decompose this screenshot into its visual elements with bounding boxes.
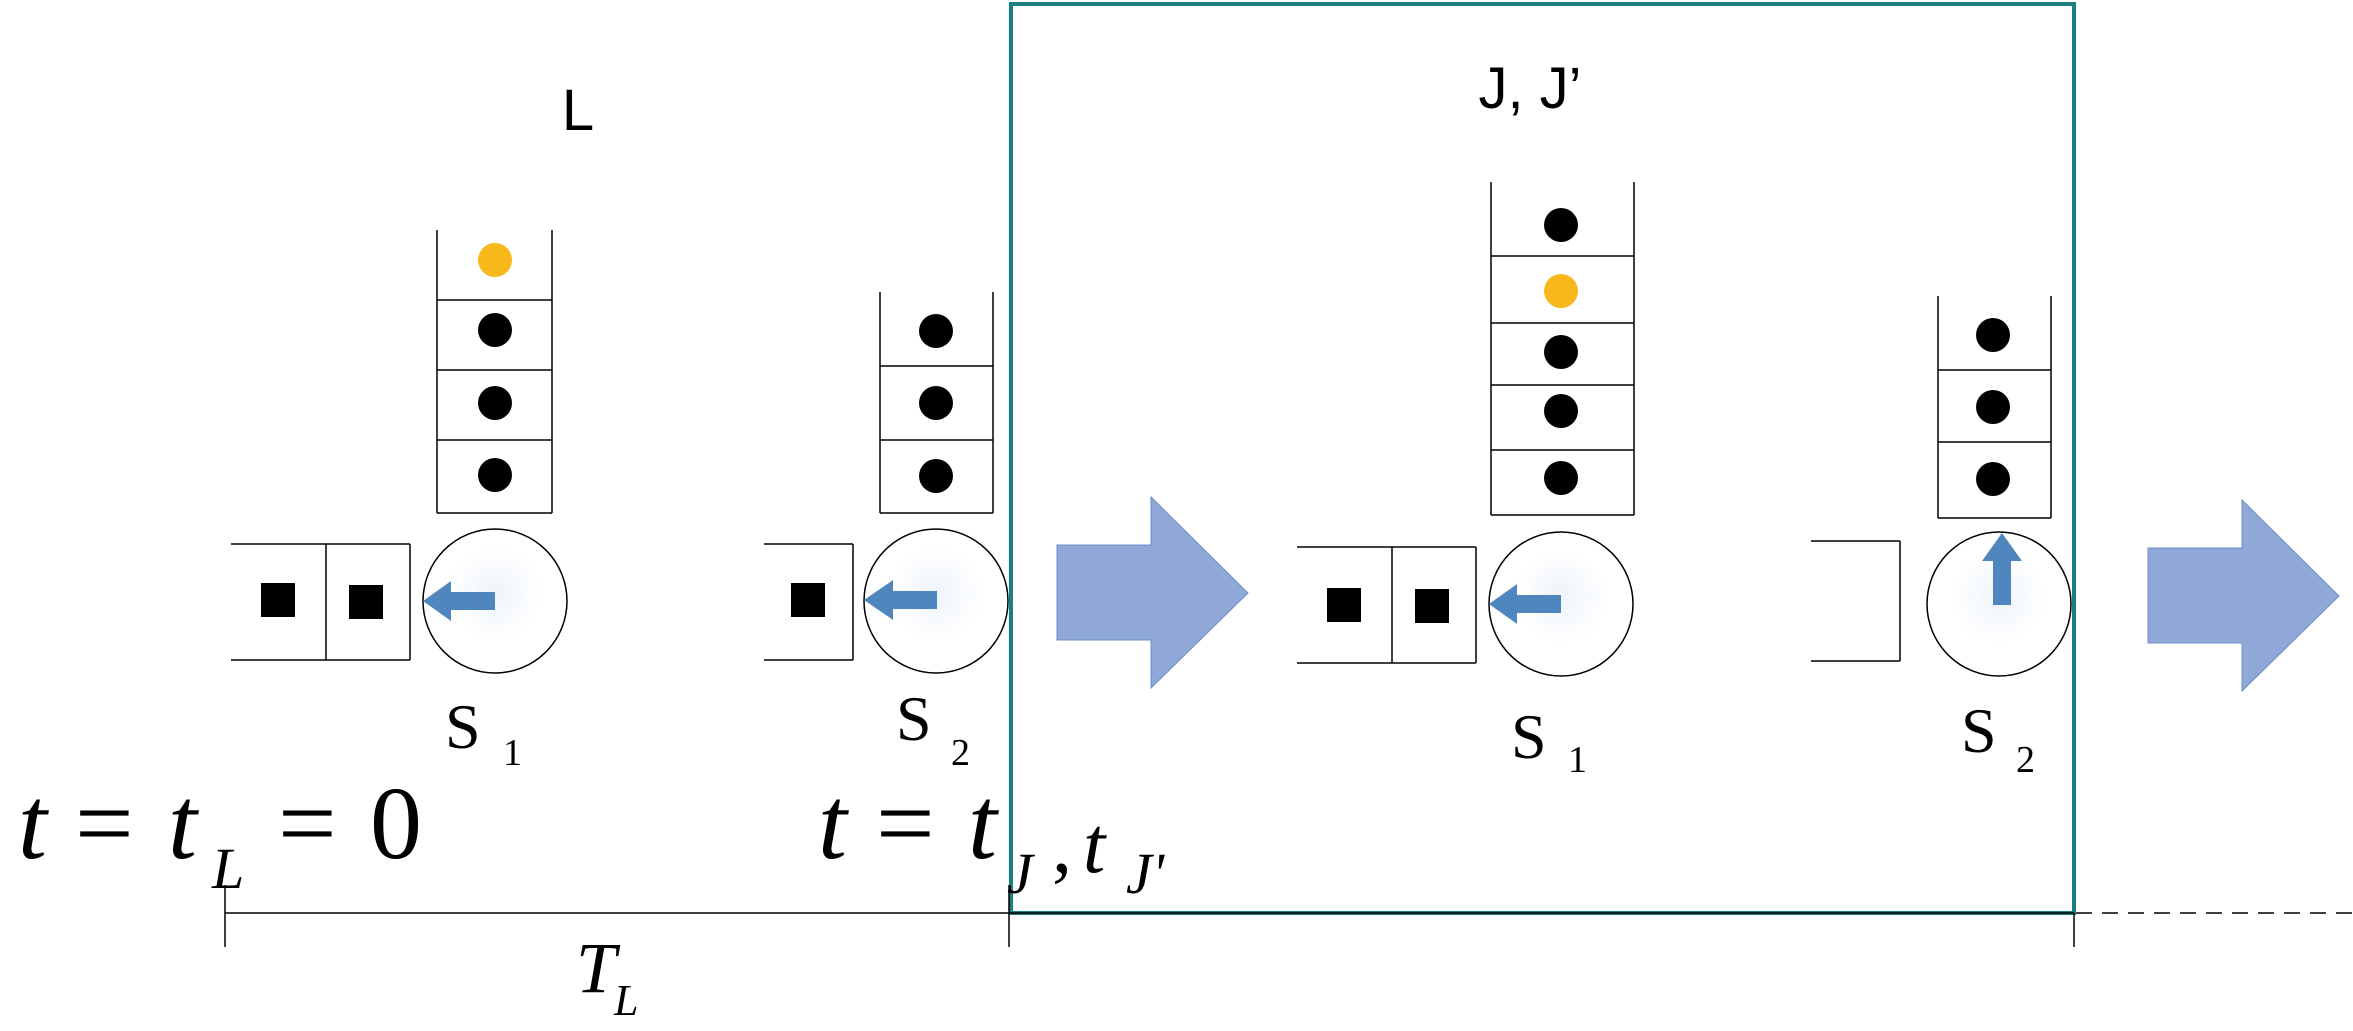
job xyxy=(1976,390,2010,424)
server-subscript: 1 xyxy=(503,732,522,774)
job-square xyxy=(261,583,295,617)
job-square xyxy=(349,585,383,619)
highlight-frame xyxy=(1009,2,2076,915)
svg-text:L: L xyxy=(211,836,244,901)
arrow-right-icon xyxy=(2147,498,2340,693)
job xyxy=(478,458,512,492)
s1-vertical-queue xyxy=(1490,182,1635,516)
svg-text:t: t xyxy=(18,766,49,881)
arrow-left-icon xyxy=(1489,584,1561,624)
arrow-left-icon xyxy=(864,580,937,620)
svg-text:J: J xyxy=(1007,841,1036,906)
job xyxy=(478,386,512,420)
job xyxy=(919,314,953,348)
job xyxy=(1976,462,2010,496)
s2-vertical-queue xyxy=(879,292,994,514)
svg-text:t: t xyxy=(818,766,849,881)
svg-text:=: = xyxy=(75,766,134,881)
period-label: T L xyxy=(576,928,638,1025)
job xyxy=(1544,335,1578,369)
state-label-J: J, J’ xyxy=(1478,56,1581,121)
job xyxy=(919,386,953,420)
svg-text:t: t xyxy=(1083,802,1107,890)
svg-text:t: t xyxy=(168,766,199,881)
server-label: S xyxy=(896,683,932,754)
job xyxy=(1544,394,1578,428)
job-square xyxy=(1415,589,1449,623)
job xyxy=(478,313,512,347)
svg-text:,: , xyxy=(1052,802,1072,890)
job-square xyxy=(1327,588,1361,622)
svg-text:t: t xyxy=(968,766,999,881)
s2-horizontal-queue xyxy=(1811,540,1901,662)
server-label: S xyxy=(1511,701,1547,772)
arrow-up-icon xyxy=(1982,533,2022,605)
svg-text:L: L xyxy=(613,976,638,1025)
tagged-job xyxy=(1544,274,1578,308)
s1-horizontal-queue xyxy=(231,543,411,661)
s1-horizontal-queue xyxy=(1297,546,1477,664)
job-square xyxy=(791,583,825,617)
job xyxy=(1544,208,1578,242)
svg-text:=: = xyxy=(876,766,935,881)
arrow-left-icon xyxy=(423,581,495,621)
svg-text:J': J' xyxy=(1126,841,1166,906)
server-label: S xyxy=(1961,695,1997,766)
time-axis xyxy=(224,885,2075,947)
state-label-L: L xyxy=(562,78,594,143)
time-label-start: t = t L = 0 xyxy=(18,766,422,901)
time-label-switch: t = t J , t J' xyxy=(818,766,1166,906)
svg-text:0: 0 xyxy=(370,766,422,881)
server-subscript: 2 xyxy=(2016,739,2035,781)
svg-text:T: T xyxy=(576,928,621,1008)
job xyxy=(919,459,953,493)
job xyxy=(1976,318,2010,352)
svg-text:=: = xyxy=(278,766,337,881)
job xyxy=(1544,461,1578,495)
server-label: S xyxy=(445,691,481,762)
tagged-job xyxy=(478,243,512,277)
s1-vertical-queue xyxy=(436,230,553,514)
server-subscript: 1 xyxy=(1568,739,1587,781)
s2-vertical-queue xyxy=(1937,296,2052,519)
arrow-right-icon xyxy=(1056,495,1249,690)
s2-horizontal-queue xyxy=(764,543,854,661)
server-subscript: 2 xyxy=(951,732,970,774)
